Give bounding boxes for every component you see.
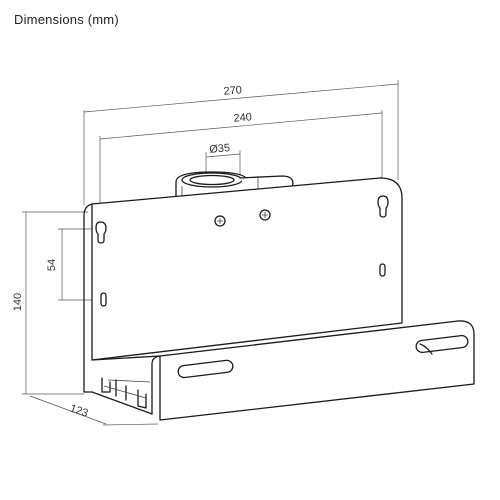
- dim-height-label: 140: [12, 293, 24, 311]
- dim-width-outer-label: 270: [223, 84, 242, 98]
- dim-depth-label: 123: [68, 403, 89, 420]
- dim-width-holes-label: 240: [233, 111, 252, 125]
- plate-holes: [95, 195, 389, 307]
- dim-diameter-label: Ø35: [209, 142, 231, 156]
- back-plate: [83, 177, 403, 393]
- page-title: Dimensions (mm): [14, 12, 119, 27]
- dimension-lines: [25, 83, 399, 425]
- dim-hole-spacing-label: 54: [46, 259, 58, 271]
- bottom-tray: [91, 320, 475, 421]
- extension-lines: [22, 80, 399, 426]
- mount-tube: [175, 171, 294, 197]
- dimension-labels: 270 240 Ø35 54 140 123: [12, 84, 252, 419]
